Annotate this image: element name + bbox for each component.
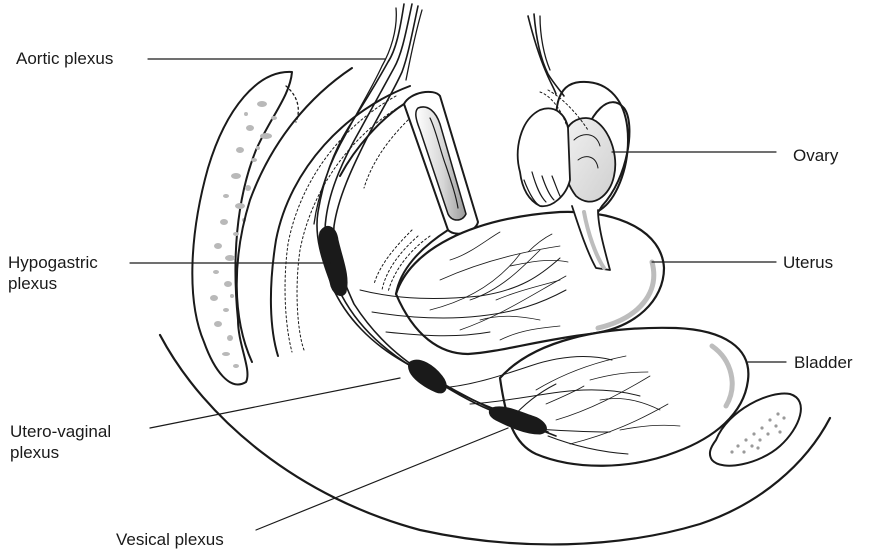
label-hypogastric-plexus: Hypogastric plexus <box>8 252 98 294</box>
bladder <box>500 328 748 466</box>
label-aortic-plexus-text: Aortic plexus <box>16 48 113 69</box>
label-utero-vaginal-plexus: Utero-vaginal plexus <box>10 421 111 463</box>
label-uterus: Uterus <box>783 252 833 273</box>
label-vesical-plexus-text: Vesical plexus <box>116 529 224 550</box>
label-bladder-text: Bladder <box>794 352 853 373</box>
label-bladder: Bladder <box>794 352 853 373</box>
label-utero-vaginal-line-2: plexus <box>10 442 111 463</box>
label-ovary: Ovary <box>793 145 838 166</box>
label-uterus-text: Uterus <box>783 252 833 273</box>
label-utero-vaginal-line-1: Utero-vaginal <box>10 421 111 442</box>
label-vesical-plexus: Vesical plexus <box>116 529 224 550</box>
label-ovary-text: Ovary <box>793 145 838 166</box>
label-hypogastric-line-2: plexus <box>8 273 98 294</box>
sacrum <box>192 72 298 385</box>
label-hypogastric-line-1: Hypogastric <box>8 252 98 273</box>
label-aortic-plexus: Aortic plexus <box>16 48 113 69</box>
